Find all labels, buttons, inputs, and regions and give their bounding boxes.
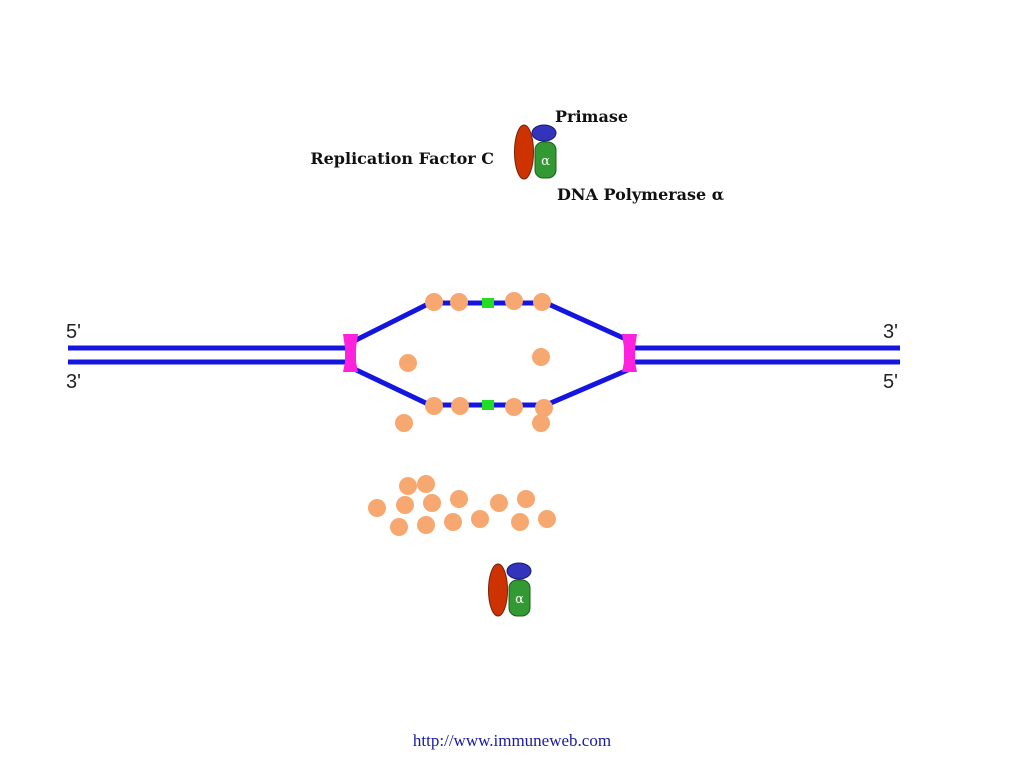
origin-marker-top [482, 298, 494, 308]
ssb-protein [517, 490, 535, 508]
ssb-protein [450, 293, 468, 311]
primase-shape [506, 562, 532, 580]
dna-molecule [68, 300, 900, 408]
right-helicase [622, 334, 637, 372]
strand-label-right-bottom: 5' [883, 371, 898, 393]
ssb-protein [425, 397, 443, 415]
ssb-protein [505, 292, 523, 310]
ssb-protein [538, 510, 556, 528]
polymerase-alpha-shape [534, 141, 557, 179]
primase-shape [531, 124, 557, 142]
replication-factor-c-shape [488, 563, 508, 617]
ssb-protein [444, 513, 462, 531]
source-link[interactable]: http://www.immuneweb.com [412, 731, 612, 750]
bubble-bottom-strand [348, 364, 631, 408]
ssb-protein [399, 354, 417, 372]
ssb-protein [399, 477, 417, 495]
strand-label-left-top: 5' [66, 321, 81, 343]
polymerase-alpha-symbol: α [515, 592, 524, 607]
polymerase-alpha-symbol: α [541, 154, 550, 169]
ssb-protein [417, 475, 435, 493]
strand-label-right-top: 3' [883, 321, 898, 343]
ssb-protein [505, 398, 523, 416]
origin-marker-bottom [482, 400, 494, 410]
ssb-protein [533, 293, 551, 311]
ssb-protein [532, 348, 550, 366]
dna-polymerase-alpha-label: DNA Polymerase α [557, 185, 724, 204]
strand-label-left-bottom: 3' [66, 371, 81, 393]
ssb-protein [450, 490, 468, 508]
ssb-protein [395, 414, 413, 432]
primase-label: Primase [555, 107, 628, 126]
bubble-top-strand [348, 300, 632, 346]
legend-complex: α [514, 124, 557, 180]
ssb-protein [535, 399, 553, 417]
ssb-protein [425, 293, 443, 311]
replication-factor-c-label: Replication Factor C [310, 149, 494, 168]
ssb-proteins [368, 292, 556, 536]
ssb-protein [471, 510, 489, 528]
ssb-protein [396, 496, 414, 514]
left-helicase [343, 334, 358, 372]
ssb-protein [417, 516, 435, 534]
polymerase-alpha-shape [508, 579, 531, 617]
free-replication-complex: α [488, 562, 532, 617]
ssb-protein [368, 499, 386, 517]
ssb-protein [511, 513, 529, 531]
replication-factor-c-shape [514, 124, 534, 180]
ssb-protein [451, 397, 469, 415]
ssb-protein [423, 494, 441, 512]
ssb-protein [532, 414, 550, 432]
ssb-protein [390, 518, 408, 536]
ssb-protein [490, 494, 508, 512]
